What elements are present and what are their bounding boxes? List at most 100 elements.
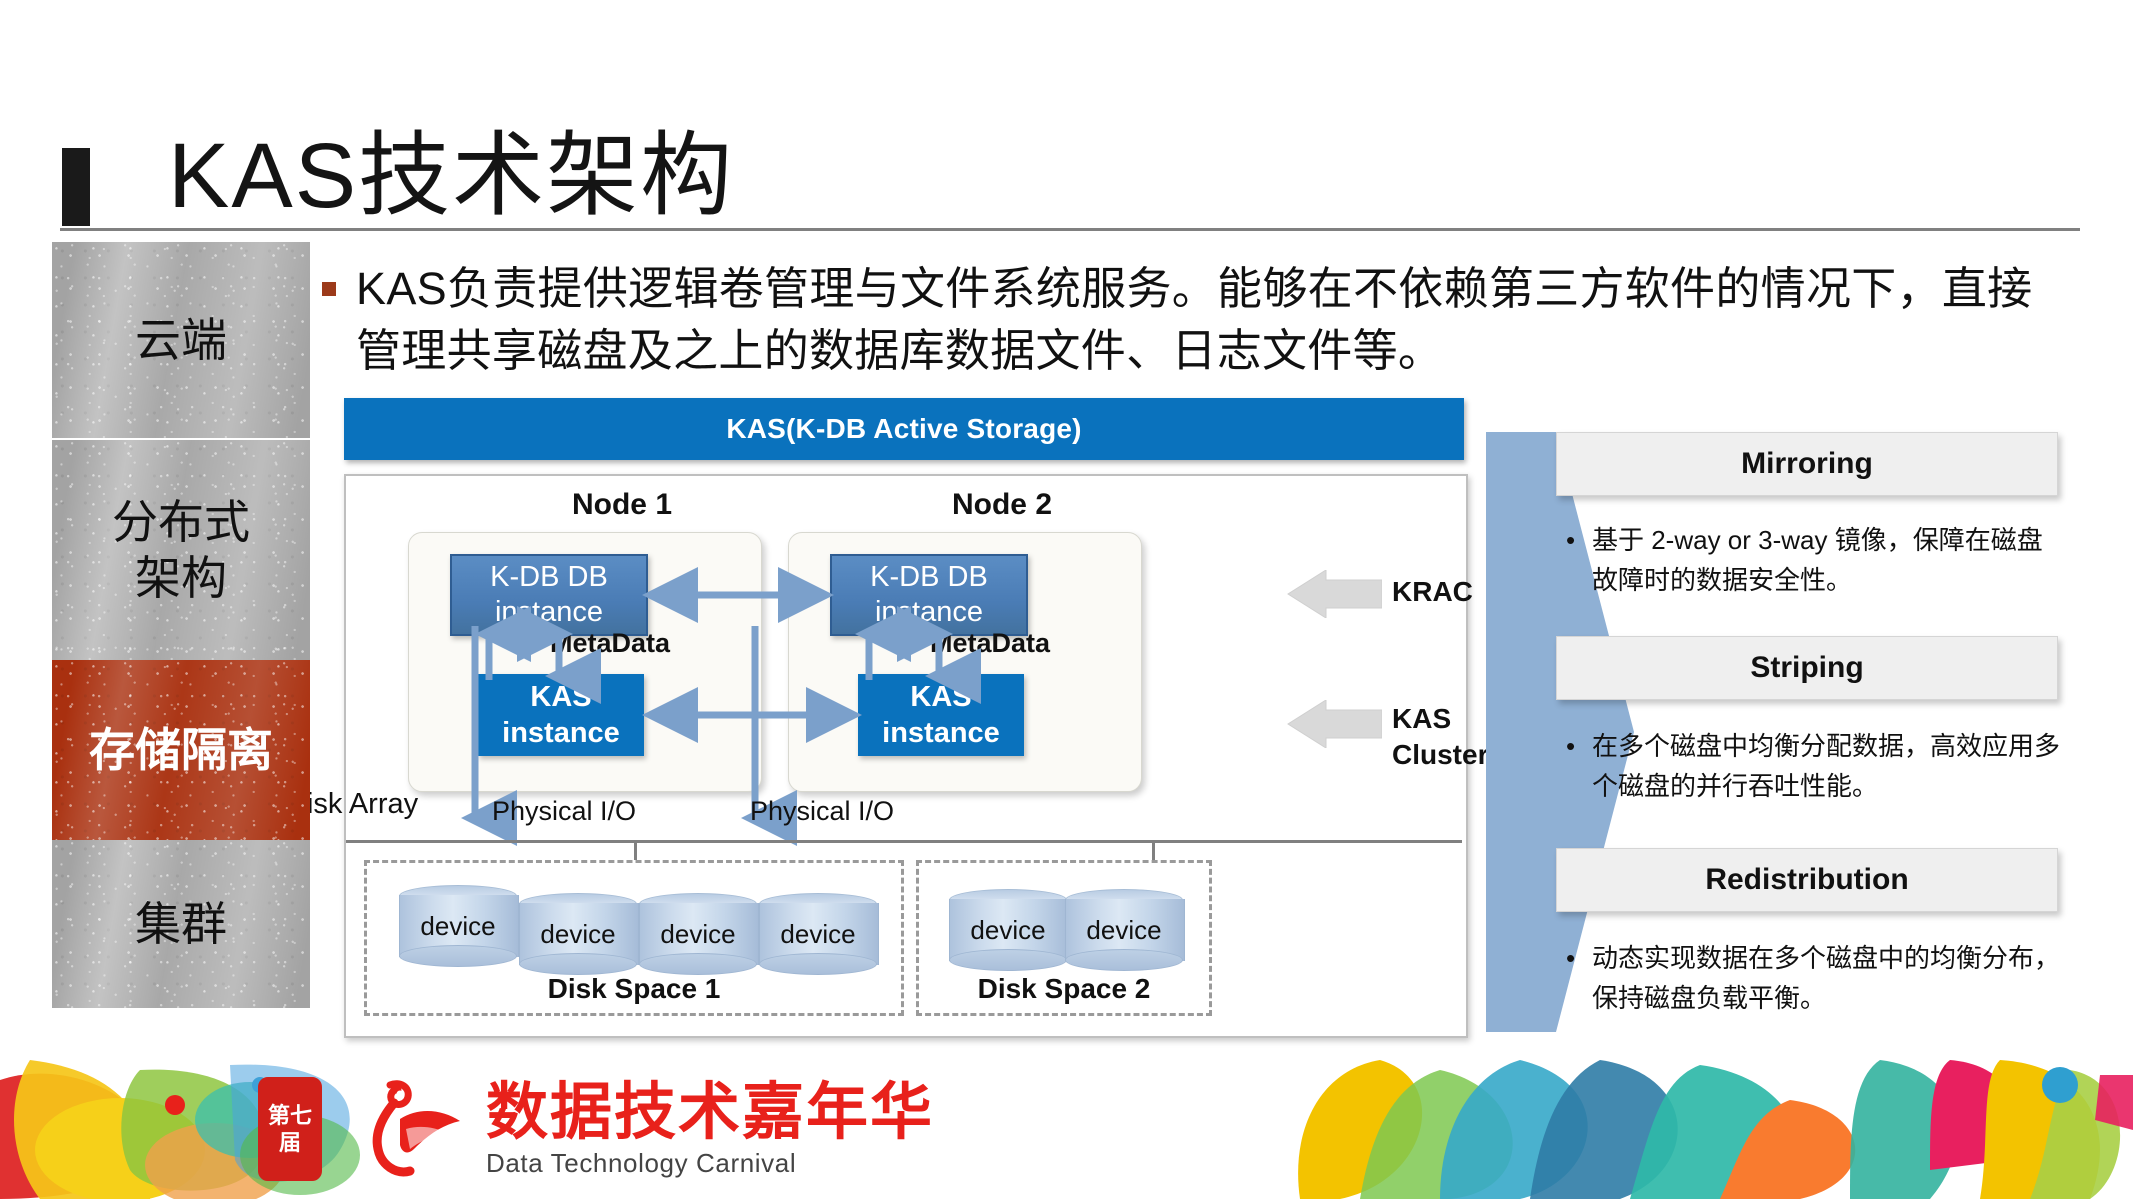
cylinder-bottom (1065, 949, 1183, 971)
diskspace2-connector (1152, 840, 1155, 860)
node2-physical-io-label: Physical I/O (750, 796, 895, 826)
sidebar-item-sheen (52, 242, 310, 438)
bullet-marker-icon (322, 282, 336, 296)
device-cylinder: device (399, 885, 519, 967)
sidebar-item-sheen (52, 840, 310, 1008)
node2-kas-instance-box: KAS instance (858, 674, 1024, 756)
node1-title: Node 1 (571, 488, 673, 521)
feature-redistribution-header: Redistribution (1556, 848, 2058, 912)
node1-kas-line1: KAS (530, 681, 592, 713)
cylinder-bottom (399, 945, 517, 967)
krac-label: KRAC (1392, 576, 1473, 607)
sidebar-item-distributed-architecture[interactable]: 分布式 架构 (52, 440, 310, 660)
device-cylinder: device (759, 893, 879, 975)
page-title: KAS技术架构 (168, 125, 735, 227)
node2-kas-to-db-arrow (855, 606, 911, 680)
node1-kdb-line1: K-DB DB (490, 561, 608, 593)
feature-text: 动态实现数据在多个磁盘中的均衡分布，保持磁盘负载平衡。 (1592, 943, 2061, 1013)
sidebar-item-cloud[interactable]: 云端 (52, 242, 310, 438)
diskspace1-connector (634, 840, 637, 860)
sidebar-item-bg (52, 440, 310, 660)
sidebar-item-sheen (52, 660, 310, 840)
brand-text: 数据技术嘉年华 Data Technology Carnival (486, 1077, 935, 1179)
device-cylinder: device (1065, 889, 1185, 971)
footer-brand: 第七 届 数据技术嘉年华 Data Technology Carnival (258, 1073, 934, 1185)
edition-seal-icon: 第七 届 (258, 1077, 322, 1181)
node2-kdb-line1: K-DB DB (870, 561, 988, 593)
bullet-dot-icon: • (1566, 943, 1576, 973)
node2-metadata-arrow (897, 606, 981, 704)
seal-line2: 届 (278, 1130, 301, 1155)
device-cylinder: device (949, 889, 1069, 971)
node1-kdb-line2: instance (494, 596, 603, 628)
device-label: device (970, 915, 1046, 945)
seal-line1: 第七 (267, 1103, 312, 1128)
feature-striping-header: Striping (1556, 636, 2058, 700)
disk-space-1-label: Disk Space 1 (547, 973, 721, 1004)
disk-space-2-group: device device Disk Space 2 (916, 860, 1212, 1016)
sidebar-item-sheen (52, 440, 310, 660)
kas-cluster-label-line2: Cluster (1392, 739, 1489, 770)
node1-metadata-arrow (517, 606, 601, 704)
bullet-dot-icon: • (1566, 525, 1576, 555)
device-label: device (1086, 915, 1162, 945)
device-label: device (420, 911, 496, 941)
node2-kas-line1: KAS (910, 681, 972, 713)
device-label: device (780, 919, 856, 949)
cylinder-bottom (519, 953, 637, 975)
kas-header-label: KAS(K-DB Active Storage) (726, 413, 1082, 444)
device-cylinder: device (519, 893, 639, 975)
node2-physical-io-arrow (741, 626, 797, 846)
krac-callout-arrow-icon (1287, 570, 1382, 618)
cylinder-bottom (949, 949, 1067, 971)
kas-architecture-diagram: Node 1 Node 2 K-DB DB instance K-DB DB i… (286, 474, 1468, 1038)
feature-mirroring-body: • 基于 2-way or 3-way 镜像，保障在磁盘故障时的数据安全性。 (1562, 520, 2062, 600)
direction-chevron-icon (1486, 432, 1634, 1032)
disk-space-1-group: device device device device Disk Space 1 (364, 860, 904, 1016)
node1-kas-to-db-arrow (475, 606, 531, 680)
sidebar-item-storage-isolation[interactable]: 存储隔离 (52, 660, 310, 840)
diagram-disk-divider (346, 840, 1462, 843)
sidebar-item-label: 集群 (135, 898, 227, 950)
feature-mirroring-header: Mirroring (1556, 432, 2058, 496)
disk-space-2-label: Disk Space 2 (977, 973, 1151, 1004)
phoenix-logo-icon (372, 1080, 460, 1177)
sidebar-divider (52, 438, 310, 440)
title-accent-bar (62, 148, 90, 226)
node2-title: Node 2 (951, 488, 1053, 521)
node1-physical-io-arrow (461, 626, 517, 846)
title-bar: KAS技术架构 (0, 60, 2133, 227)
sidebar-item-bg (52, 242, 310, 438)
kas-cluster-callout-arrow-icon (1287, 700, 1382, 748)
device-cylinder: device (639, 893, 759, 975)
footer-banner (0, 1060, 2133, 1199)
feature-striping-body: • 在多个磁盘中均衡分配数据，高效应用多个磁盘的并行吞吐性能。 (1562, 726, 2062, 806)
node2-kdb-line2: instance (874, 596, 983, 628)
node1-physical-io-label: Physical I/O (492, 796, 637, 826)
sidebar: 云端 分布式 架构 存储隔离 集群 (52, 242, 310, 1008)
sidebar-item-cluster[interactable]: 集群 (52, 840, 310, 1008)
cylinder-bottom (759, 953, 877, 975)
cylinder-bottom (639, 953, 757, 975)
bullet-dot-icon: • (1566, 731, 1576, 761)
feature-text: 在多个磁盘中均衡分配数据，高效应用多个磁盘的并行吞吐性能。 (1592, 731, 2061, 801)
sidebar-item-bg (52, 660, 310, 840)
footer-decoration-art (0, 1060, 2133, 1199)
feature-title: Striping (1750, 651, 1864, 684)
node2-kdb-instance-box: K-DB DB instance (830, 554, 1028, 636)
sidebar-item-bg (52, 840, 310, 1008)
node1-kas-instance-box: KAS instance (478, 674, 644, 756)
feature-title: Mirroring (1741, 447, 1873, 480)
brand-name-cn: 数据技术嘉年华 (486, 1077, 935, 1147)
device-label: device (540, 919, 616, 949)
sidebar-item-label: 云端 (135, 314, 227, 366)
feature-redistribution-body: • 动态实现数据在多个磁盘中的均衡分布，保持磁盘负载平衡。 (1562, 938, 2062, 1018)
brand-name-en: Data Technology Carnival (486, 1147, 797, 1178)
db-interconnect-arrow (642, 567, 834, 623)
device-label: device (660, 919, 736, 949)
node2-kas-line2: instance (882, 717, 1000, 749)
title-divider (60, 228, 2080, 231)
node1-kdb-instance-box: K-DB DB instance (450, 554, 648, 636)
sidebar-item-label-line1: 分布式 (112, 496, 250, 548)
node1-kas-line2: instance (502, 717, 620, 749)
